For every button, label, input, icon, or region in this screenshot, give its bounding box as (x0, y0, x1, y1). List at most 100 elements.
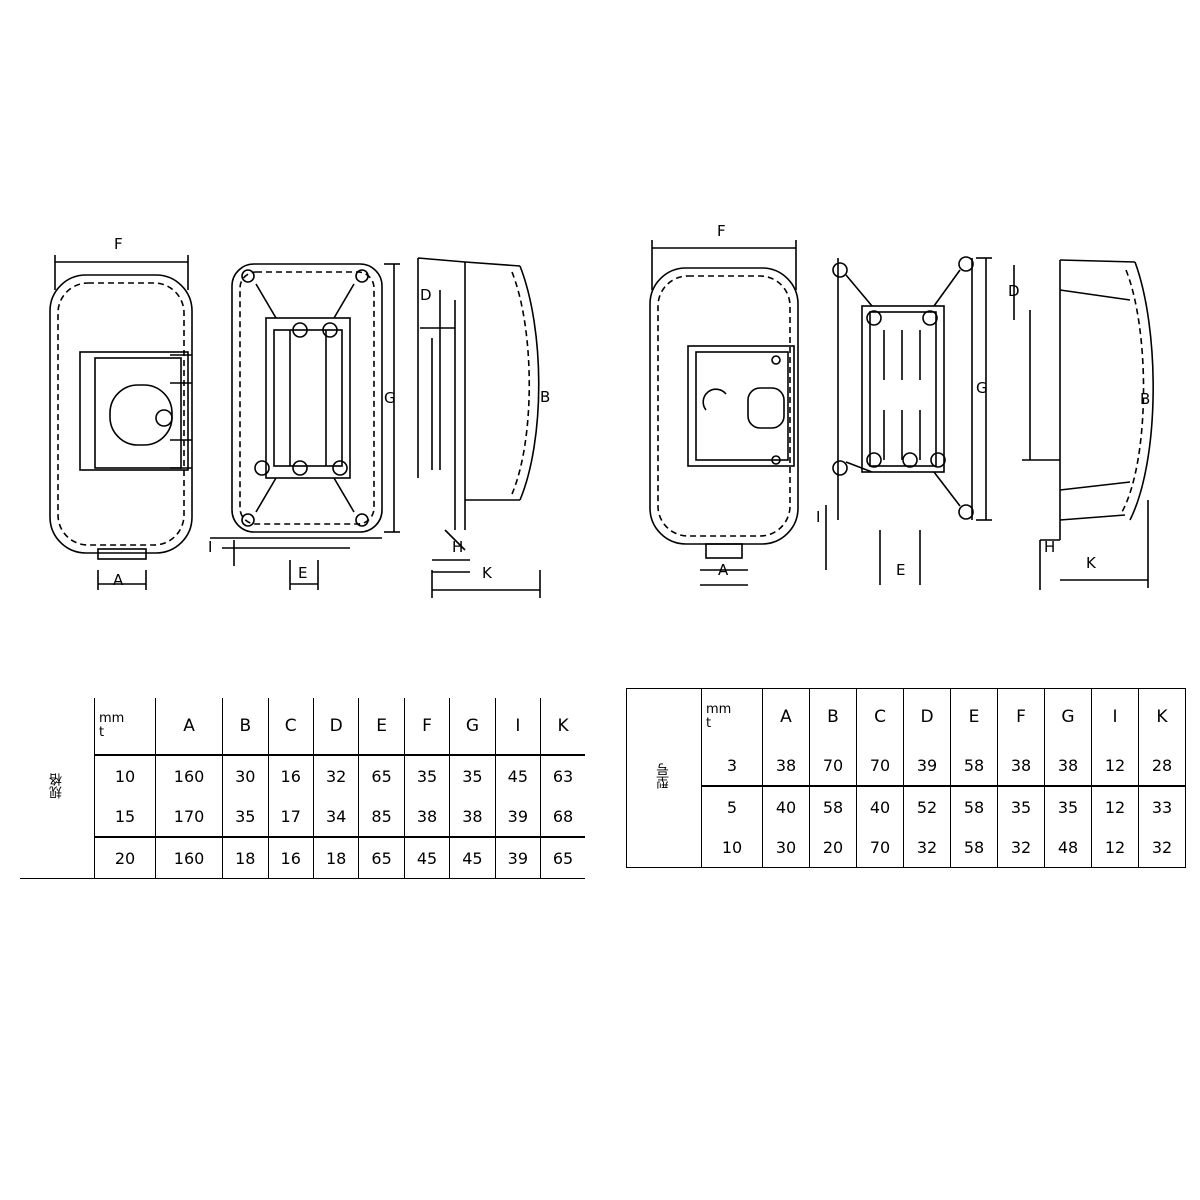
table-row: 20 160 18 16 18 65 45 45 39 65 (20, 836, 585, 879)
left-depth-label: K (482, 564, 493, 582)
table-cell: 35 (1044, 785, 1092, 827)
left-small-label-2: I (208, 538, 212, 556)
left-table-side-label: 规格 (49, 772, 65, 799)
left-table-corner-unit: mm (99, 711, 125, 726)
right-header-f: F (997, 688, 1045, 745)
right-table-side-label-cell: 型号 (627, 689, 702, 868)
right-side-label: B (1140, 390, 1150, 408)
table-cell: 68 (540, 796, 585, 837)
left-width-label: F (114, 235, 123, 253)
table-cell: 18 (222, 836, 269, 879)
right-depth-label: K (1086, 554, 1097, 572)
table-cell: 45 (403, 836, 450, 879)
table-cell: 160 (154, 754, 223, 796)
table-cell: 35 (222, 796, 269, 837)
table-row: 10 30 20 70 32 58 32 48 12 32 (627, 827, 1186, 868)
left-row-key: 10 (94, 754, 156, 796)
table-cell: 52 (903, 785, 951, 827)
right-small-label-2: I (816, 508, 820, 526)
left-header-d: D (312, 698, 359, 755)
left-header-b: B (222, 698, 269, 755)
right-width-label: F (717, 222, 726, 240)
right-table-corner-unit: mm (706, 702, 732, 717)
left-bottom-label: A (113, 571, 124, 589)
table-cell: 16 (267, 836, 314, 879)
table-cell: 58 (809, 785, 857, 827)
right-small-label-3: H (1044, 538, 1055, 556)
table-cell: 65 (358, 836, 405, 879)
right-side-view (1013, 259, 1154, 590)
right-header-k: K (1138, 688, 1186, 745)
table-cell: 20 (809, 827, 857, 868)
left-table-corner: mm t (94, 698, 156, 755)
left-header-f: F (403, 698, 450, 755)
right-header-c: C (856, 688, 904, 745)
table-cell: 38 (449, 796, 496, 837)
right-table-corner-sub: t (706, 716, 712, 731)
right-table-side-label: 型号 (656, 762, 672, 789)
table-cell: 30 (222, 754, 269, 796)
left-table-corner-sub: t (99, 725, 105, 740)
table-cell: 35 (997, 785, 1045, 827)
table-cell: 85 (358, 796, 405, 837)
right-header-e: E (950, 688, 998, 745)
table-cell: 35 (403, 754, 450, 796)
table-cell: 70 (856, 745, 904, 786)
table-cell: 32 (903, 827, 951, 868)
table-cell: 45 (494, 754, 541, 796)
right-header-d: D (903, 688, 951, 745)
left-header-i: I (494, 698, 541, 755)
table-row: 10 160 30 16 32 65 35 35 45 63 (20, 754, 585, 796)
right-bottom-label: A (718, 561, 729, 579)
table-cell: 65 (540, 836, 585, 879)
right-row-key: 5 (701, 785, 763, 827)
left-side-label: B (540, 388, 550, 406)
table-row: 15 170 35 17 34 85 38 38 39 68 (20, 796, 585, 837)
table-cell: 32 (1138, 827, 1186, 868)
table-cell: 170 (154, 796, 223, 837)
right-middle-view (825, 256, 992, 585)
left-table-side-label-cell: 规格 (20, 698, 95, 879)
right-row-key: 3 (701, 745, 763, 786)
table-cell: 160 (154, 836, 223, 879)
left-header-e: E (358, 698, 405, 755)
right-small-label-1: E (896, 561, 905, 579)
left-top-label: D (420, 286, 432, 304)
left-front-view (49, 255, 193, 590)
left-side-view (417, 257, 541, 598)
left-middle-view (210, 263, 400, 590)
right-height-label: G (976, 379, 988, 397)
left-header-k: K (540, 698, 585, 755)
table-cell: 32 (997, 827, 1045, 868)
table-cell: 39 (494, 836, 541, 879)
table-cell: 38 (997, 745, 1045, 786)
table-cell: 17 (267, 796, 314, 837)
left-row-key: 20 (94, 836, 156, 879)
left-small-label-3: H (452, 538, 463, 556)
table-row: 3 38 70 70 39 58 38 38 12 28 (627, 745, 1186, 786)
table-cell: 38 (1044, 745, 1092, 786)
table-cell: 39 (903, 745, 951, 786)
table-cell: 18 (312, 836, 359, 879)
right-front-view (649, 240, 799, 586)
left-spec-table: 规格 mm t A B C D E F G I K 10 160 30 16 3… (20, 698, 585, 879)
table-cell: 40 (856, 785, 904, 827)
right-header-a: A (762, 688, 810, 745)
table-cell: 70 (809, 745, 857, 786)
table-cell: 63 (540, 754, 585, 796)
table-cell: 38 (762, 745, 810, 786)
right-top-label: D (1008, 282, 1020, 300)
table-cell: 16 (267, 754, 314, 796)
right-header-b: B (809, 688, 857, 745)
table-cell: 48 (1044, 827, 1092, 868)
table-cell: 12 (1091, 827, 1139, 868)
right-spec-table: 型号 mm t A B C D E F G I K 3 38 70 70 39 … (626, 688, 1186, 868)
right-row-key: 10 (701, 827, 763, 868)
table-cell: 70 (856, 827, 904, 868)
table-cell: 32 (312, 754, 359, 796)
table-cell: 35 (449, 754, 496, 796)
table-cell: 12 (1091, 785, 1139, 827)
right-header-g: G (1044, 688, 1092, 745)
table-cell: 58 (950, 785, 998, 827)
